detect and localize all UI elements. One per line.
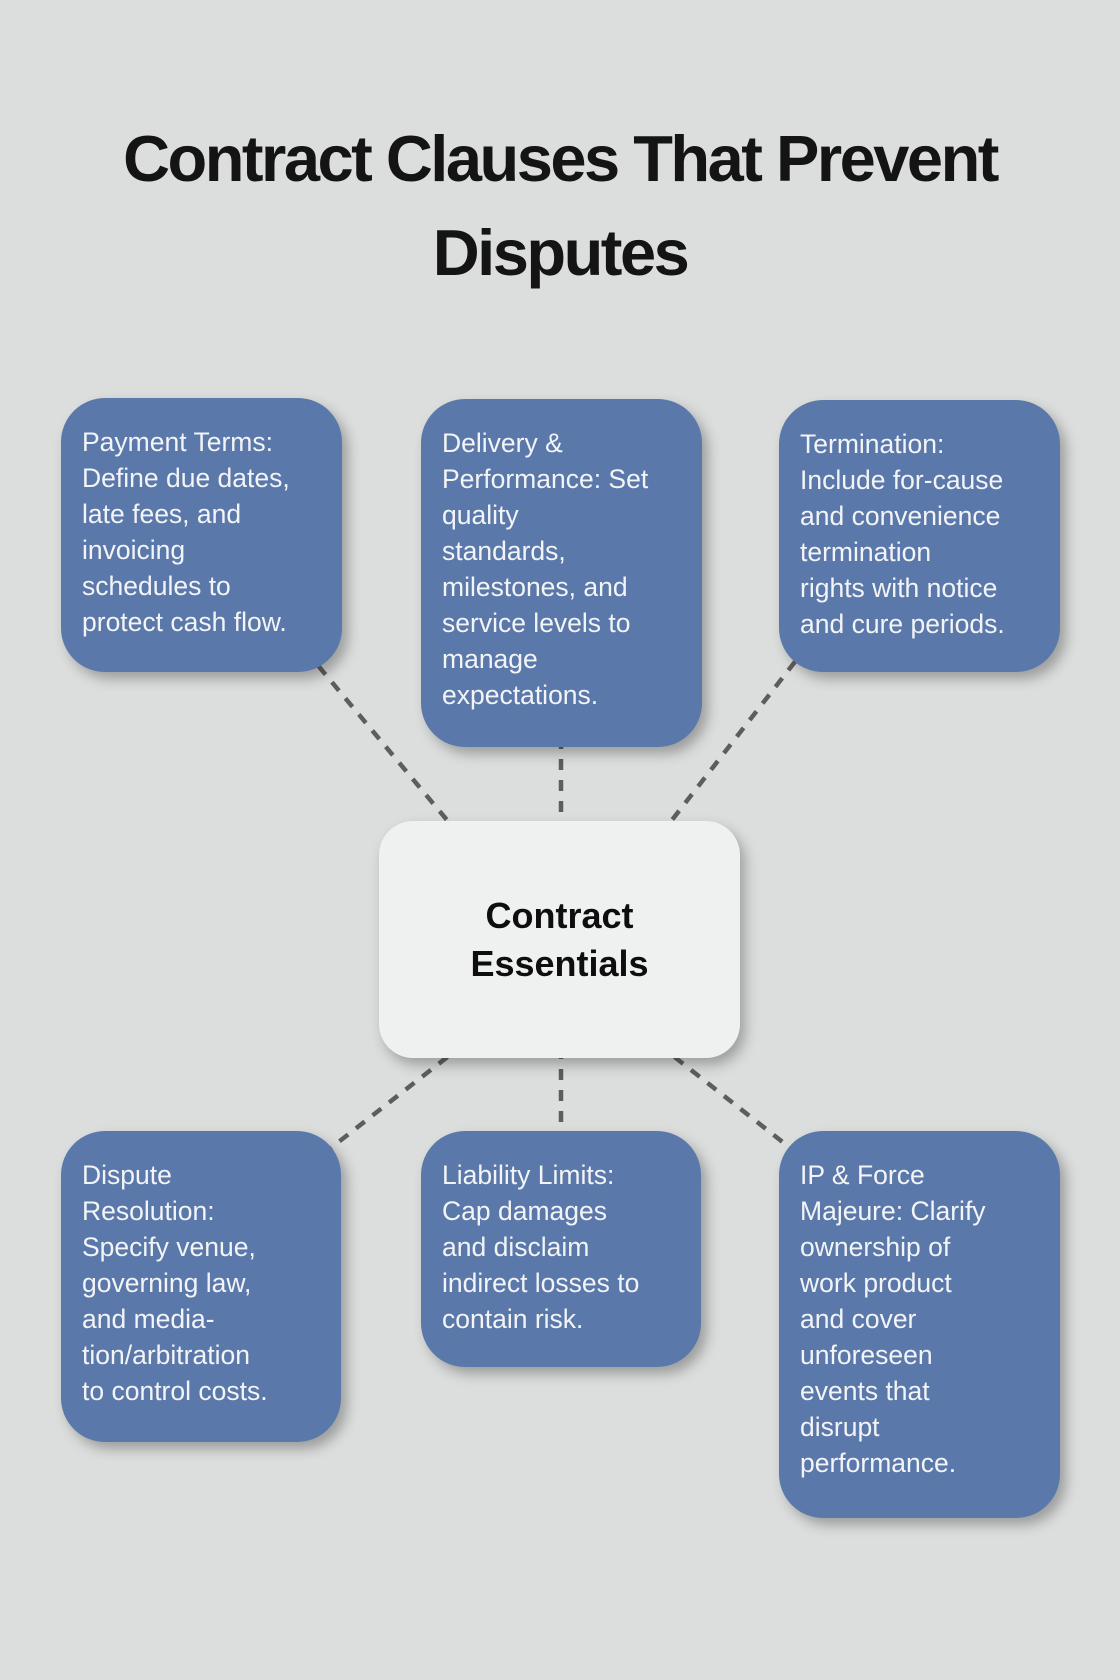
page-title: Contract Clauses That Prevent Disputes bbox=[123, 122, 999, 289]
connector-line-contract-essentials--ip-force-majeure bbox=[656, 1042, 810, 1164]
connector-line-contract-essentials--dispute-resolution bbox=[316, 1042, 466, 1160]
node-delivery-performance: Delivery & Performance: Set quality stan… bbox=[421, 399, 702, 747]
node-termination: Termination: Include for-cause and conve… bbox=[779, 400, 1060, 672]
center-node-label: Contract Essentials bbox=[470, 894, 649, 984]
node-payment-terms: Payment Terms: Define due dates, late fe… bbox=[61, 398, 342, 672]
node-liability-limits: Liability Limits: Cap damages and discla… bbox=[421, 1131, 701, 1367]
center-node-contract-essentials: Contract Essentials bbox=[379, 821, 740, 1058]
node-dispute-resolution: Dispute Resolution: Specify venue, gover… bbox=[61, 1131, 341, 1442]
node-ip-force-majeure: IP & Force Majeure: Clarify ownership of… bbox=[779, 1131, 1060, 1518]
